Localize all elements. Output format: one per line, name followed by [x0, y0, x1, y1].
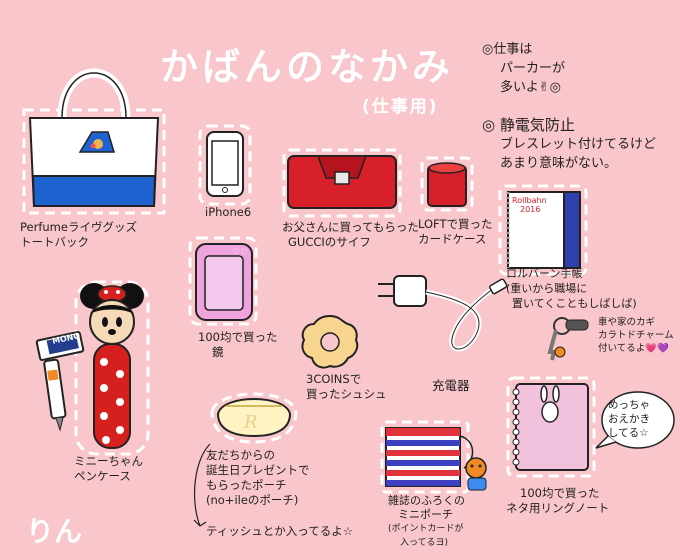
label-line: 買ったシュシュ — [306, 387, 387, 401]
label-line: 置いてくこともしばしば) — [512, 297, 637, 310]
speech-bubble-text: めっちゃ おえかき してる☆ — [608, 398, 650, 440]
eraser-illustration — [35, 331, 85, 361]
label-line: LOFTで買った — [418, 217, 493, 231]
artist-signature: りん — [26, 515, 83, 548]
notebook-cover-text: Rollbahn 2016 — [512, 196, 547, 214]
page-title: かばんのなかみ — [160, 45, 455, 89]
svg-text:R: R — [243, 412, 258, 433]
label-line: めっちゃ — [608, 399, 650, 411]
label-line: (重いから職場に — [506, 282, 588, 295]
pointer-line — [193, 443, 211, 527]
scrunchie-illustration — [301, 314, 359, 369]
iphone-illustration — [198, 124, 252, 206]
label-line: 鏡 — [212, 345, 224, 359]
label-line: 100均で買った — [198, 330, 278, 344]
label-line: (ポイントカードが — [388, 524, 464, 534]
pouch-note: ティッシュとか入ってるよ☆ — [206, 524, 354, 538]
iphone-label: iPhone6 — [205, 205, 252, 219]
label-line: Rollbahn — [512, 196, 547, 205]
ring-notebook-label: 100均で買った ネタ用リングノート — [506, 486, 609, 516]
charger-label: 充電器 — [432, 378, 470, 393]
note-line: あまり意味がない。 — [500, 156, 618, 171]
label-line: 3COINSで — [306, 372, 362, 386]
tote-bag-label: Perfumeライヴグッズ トートバック — [20, 220, 137, 250]
note-bracelet: ◎ 静電気防止 ブレスレット付けてるけど あまり意味がない。 — [482, 116, 677, 173]
label-line: 2016 — [520, 205, 541, 214]
label-line: (no+ileのポーチ) — [206, 493, 299, 507]
label-line: おえかき — [608, 413, 650, 425]
label-line: 誕生日プレゼントで — [206, 463, 310, 477]
label-line: してる☆ — [608, 427, 649, 439]
label-line: 車や家のカギ — [598, 317, 656, 328]
speech-bubble — [595, 391, 675, 449]
keys-illustration — [547, 317, 589, 361]
note-line: ブレスレット付けてるけど — [500, 137, 657, 152]
mirror-illustration: ♡♡ — [188, 236, 258, 326]
label-line: GUCCIのサイフ — [288, 235, 371, 249]
card-case-label: LOFTで買った カードケース — [418, 217, 493, 247]
label-line: 100均で買った — [520, 486, 600, 500]
pen-illustration — [43, 358, 67, 432]
pouch-label: 友だちからの 誕生日プレゼントで もらったポーチ (no+ileのポーチ) — [206, 448, 310, 508]
ring-notebook-illustration — [506, 376, 596, 478]
magazine-pouch-label: 雑誌のふろくの ミニポーチ (ポイントカードが 入ってるヨ) — [388, 494, 465, 550]
note-line: ◎仕事は — [482, 42, 533, 57]
scrunchie-label: 3COINSで 買ったシュシュ — [306, 372, 387, 402]
label-line: 入ってるヨ) — [400, 538, 449, 548]
label-line: ロルバーン手帳 — [506, 267, 583, 280]
page-subtitle: (仕事用) — [362, 97, 439, 117]
mirror-label: 100均で買った 鏡 — [198, 330, 277, 360]
label-line: お父さんに買ってもらった — [282, 220, 419, 234]
charger-illustration — [378, 275, 508, 352]
pen-case-label: ミニーちゃん ペンケース — [74, 454, 143, 484]
label-line: カードケース — [418, 232, 487, 246]
label-line: 雑誌のふろくの — [388, 494, 465, 507]
card-case-illustration — [420, 156, 474, 212]
svg-text:♡♡: ♡♡ — [232, 248, 248, 258]
label-line: ミニポーチ — [398, 508, 453, 521]
pen-case-illustration — [74, 280, 150, 456]
label-line: 友だちからの — [206, 448, 275, 462]
notebook-label: ロルバーン手帳 (重いから職場に 置いてくこともしばしば) — [506, 266, 637, 311]
label-line: 付いてるよ💗💜 — [598, 343, 669, 354]
pouch-illustration: R — [210, 392, 298, 444]
label-line: カラトドチャーム — [598, 330, 674, 341]
label-line: ネタ用リングノート — [506, 501, 610, 515]
label-line: もらったポーチ — [206, 478, 287, 492]
label-line: Perfumeライヴグッズ — [20, 220, 137, 234]
wallet-label: お父さんに買ってもらった GUCCIのサイフ — [282, 220, 419, 250]
wallet-illustration — [282, 148, 402, 218]
tote-bag-illustration — [22, 68, 166, 215]
notebook-illustration — [498, 184, 588, 276]
note-parka: ◎仕事は パーカーが 多いよ✌◎ — [482, 40, 672, 97]
note-line: 多いよ✌◎ — [500, 80, 561, 95]
label-line: ミニーちゃん — [74, 454, 143, 468]
note-line: パーカーが — [500, 61, 566, 76]
note-line: ◎ 静電気防止 — [482, 116, 575, 134]
magazine-pouch-illustration — [380, 420, 487, 494]
label-line: ペンケース — [74, 469, 131, 483]
keys-label: 車や家のカギ カラトドチャーム 付いてるよ💗💜 — [598, 316, 674, 355]
label-line: トートバック — [20, 235, 89, 249]
